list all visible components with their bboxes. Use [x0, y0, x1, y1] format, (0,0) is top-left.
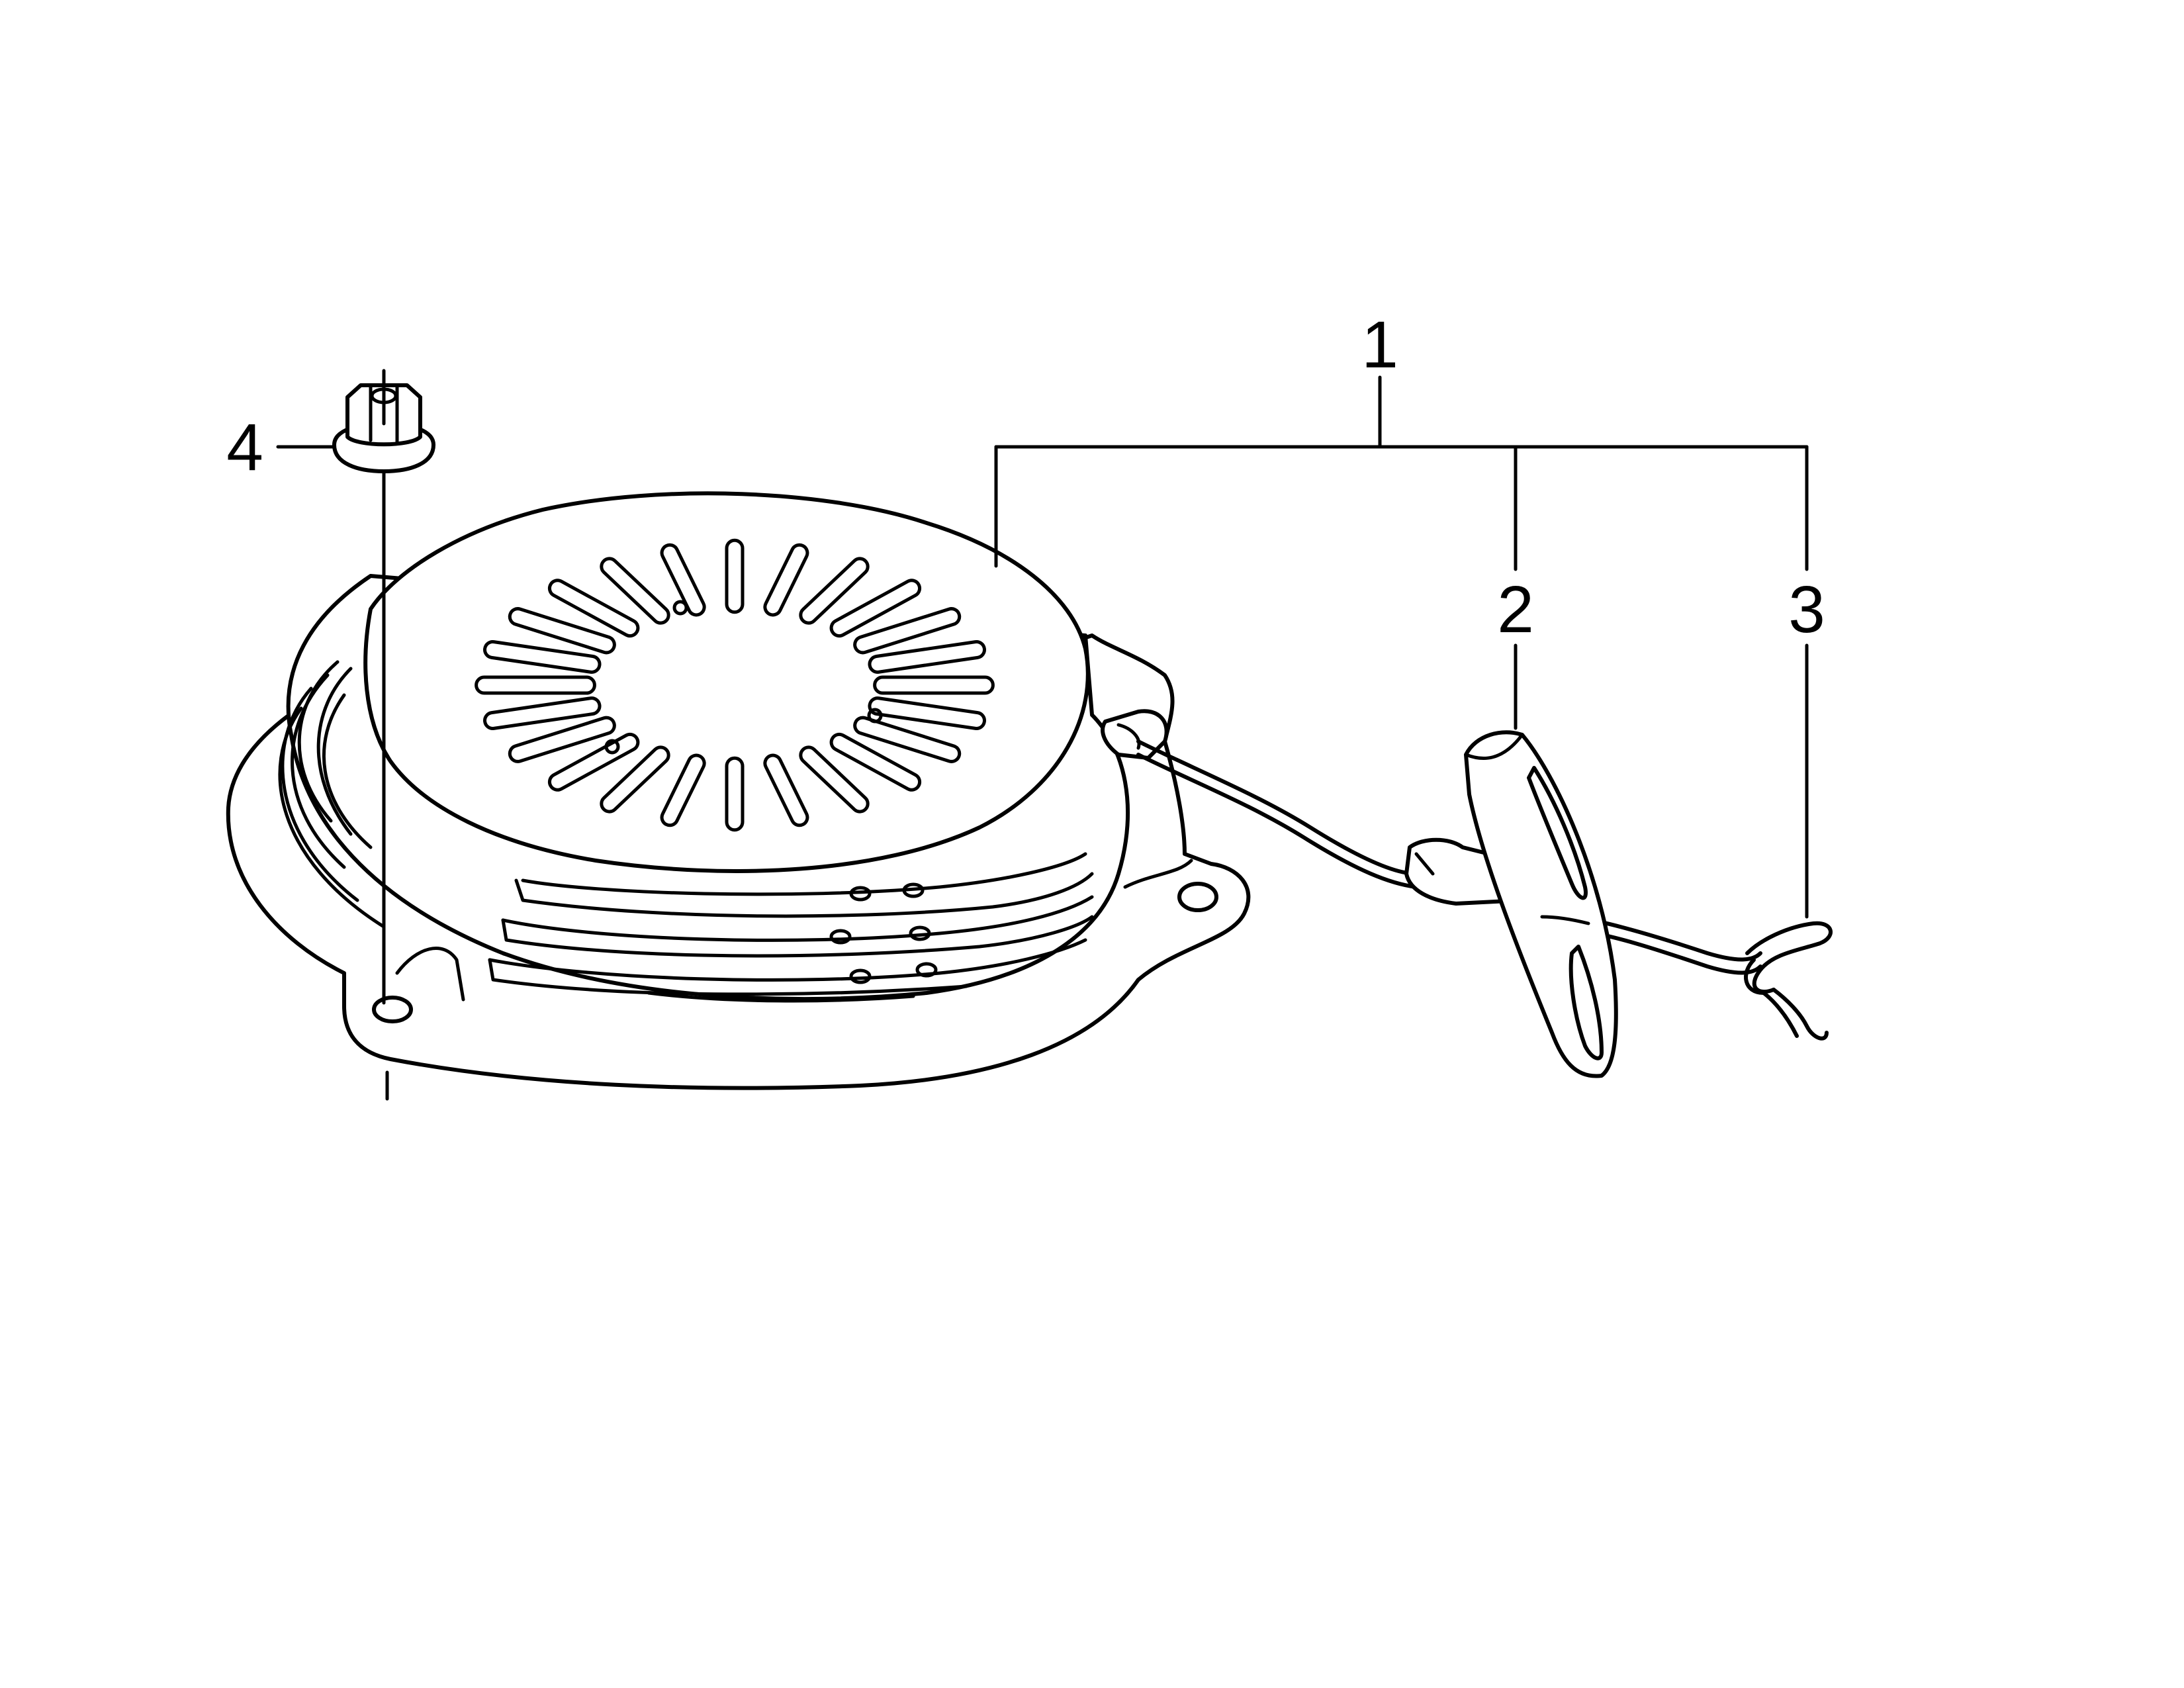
cover-slot [868, 640, 986, 674]
cover-slot [868, 696, 986, 730]
cover-slot [547, 579, 640, 638]
cover-slot [799, 745, 870, 814]
cover-slot [725, 756, 745, 832]
cover-slot [483, 640, 602, 674]
starter-rope [1136, 739, 1833, 1041]
cover-hole-right [867, 708, 883, 724]
cover-slot [853, 607, 962, 655]
grip-slot-upper [1527, 766, 1588, 900]
cover-hole-left [604, 739, 620, 755]
cover-slot [600, 557, 670, 625]
leader-lines [276, 369, 1809, 1101]
callout-2: 2 [1497, 573, 1534, 647]
cover-slot [829, 732, 922, 792]
cover-slot [829, 579, 922, 638]
grip-handle [1464, 730, 1618, 1078]
callout-3: 3 [1788, 573, 1825, 647]
rope-guide-detail [1116, 723, 1141, 750]
side-vents-left [278, 660, 386, 929]
starter-grip [1404, 730, 1618, 1078]
grip-slot-lower [1569, 945, 1604, 1060]
grip-top-face [1464, 733, 1524, 760]
cover-slot [600, 745, 670, 814]
cover-hole-top [672, 600, 688, 616]
callout-1: 1 [1361, 308, 1398, 382]
cover-slot [508, 716, 616, 763]
cover-slot [483, 696, 602, 730]
cover-slot [475, 675, 596, 695]
top-cover-slots [475, 538, 995, 832]
flange-boss-right [1123, 859, 1193, 889]
cover-slot [763, 543, 809, 617]
cover-slot [660, 543, 706, 617]
cover-slot [508, 607, 616, 655]
cover-slot [853, 716, 961, 763]
flange-boss-left [395, 947, 465, 1002]
cover-slot [873, 675, 995, 695]
cover-slot [763, 753, 809, 827]
callout-4: 4 [226, 410, 263, 485]
top-cover [363, 491, 1090, 873]
mounting-hole-left [372, 996, 413, 1023]
cover-slot [547, 732, 640, 792]
mounting-hole-right [1177, 882, 1218, 912]
cover-slot [799, 557, 870, 625]
side-vents-front [488, 852, 1094, 1003]
rope-knot [1745, 921, 1833, 994]
cover-slot [725, 538, 745, 614]
recoil-starter-housing [226, 491, 1251, 1090]
cover-slot [660, 753, 706, 827]
